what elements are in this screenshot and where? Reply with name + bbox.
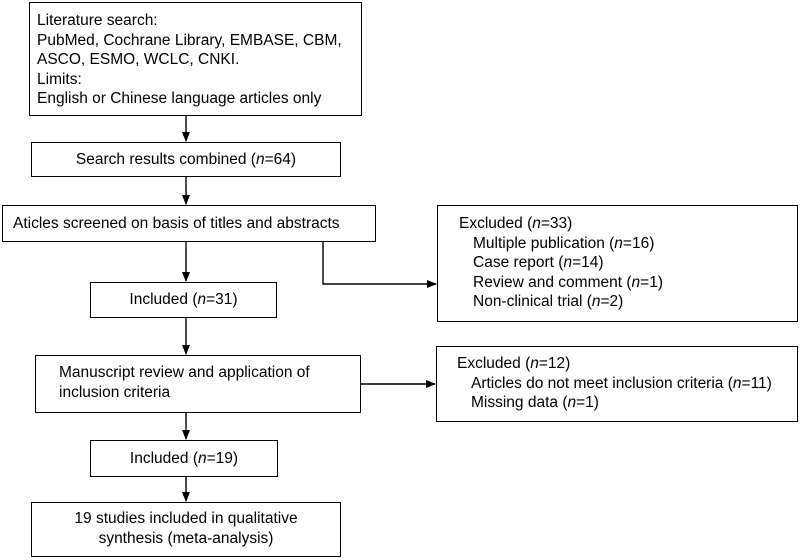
arrow-screened-to-excluded xyxy=(322,242,437,288)
literature-search-box: Literature search: PubMed, Cochrane Libr… xyxy=(29,2,362,116)
final-line: synthesis (meta-analysis) xyxy=(98,529,274,547)
manuscript-line: Manuscript review and application of xyxy=(59,364,310,381)
excluded-title: Excluded (n=12) xyxy=(457,355,571,372)
search-line: English or Chinese language articles onl… xyxy=(37,90,322,107)
excluded-title: Excluded (n=33) xyxy=(459,215,573,232)
included-box-first: Included (n=31) xyxy=(90,282,277,318)
excluded-box-second: Excluded (n=12) Articles do not meet inc… xyxy=(436,346,798,422)
excluded-reason: Missing data (n=1) xyxy=(471,394,599,411)
excluded-reason: Case report (n=14) xyxy=(473,254,604,271)
final-line: 19 studies included in qualitative xyxy=(74,510,298,527)
search-line: PubMed, Cochrane Library, EMBASE, CBM, xyxy=(37,31,342,49)
manuscript-line: inclusion criteria xyxy=(59,383,171,401)
search-line: Literature search: xyxy=(37,12,158,29)
excluded-reason: Review and comment (n=1) xyxy=(473,273,663,291)
final-studies-box: 19 studies included in qualitative synth… xyxy=(31,502,341,557)
excluded-reason: Multiple publication (n=16) xyxy=(473,234,655,252)
combined-label: Search results combined (n=64) xyxy=(75,150,297,168)
search-line: Limits: xyxy=(37,70,82,88)
search-results-combined-box: Search results combined (n=64) xyxy=(31,142,341,177)
manuscript-review-box: Manuscript review and application of inc… xyxy=(35,355,361,413)
excluded-reason: Articles do not meet inclusion criteria … xyxy=(471,374,772,392)
search-line: ASCO, ESMO, WCLC, CNKI. xyxy=(37,51,240,68)
excluded-box-first: Excluded (n=33) Multiple publication (n=… xyxy=(437,205,798,322)
articles-screened-box: Aticles screened on basis of titles and … xyxy=(2,205,376,242)
included-box-second: Included (n=19) xyxy=(90,440,278,477)
included-label: Included (n=19) xyxy=(129,449,239,467)
screened-label: Aticles screened on basis of titles and … xyxy=(13,214,340,232)
excluded-reason: Non-clinical trial (n=2) xyxy=(473,293,624,310)
included-label: Included (n=31) xyxy=(129,291,238,309)
